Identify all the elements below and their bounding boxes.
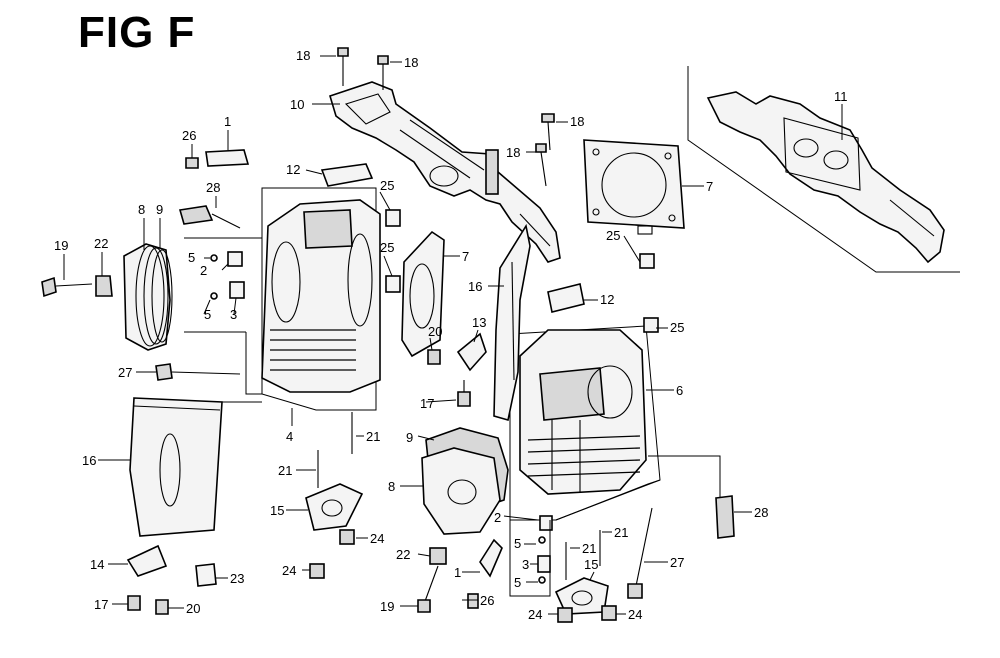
callout-4: 4 (286, 429, 293, 444)
callout-3: 3 (522, 557, 529, 572)
callout-27: 27 (670, 555, 684, 570)
cylinder-4-left (261, 187, 381, 411)
callout-7: 7 (706, 179, 713, 194)
callout-14: 14 (90, 557, 104, 572)
callout-25: 25 (670, 320, 684, 335)
callout-10: 10 (290, 97, 304, 112)
gasket-12-lower (547, 283, 585, 313)
head-cover-8-9 (421, 427, 509, 535)
callout-21: 21 (614, 525, 628, 540)
figure-title: FIG F (78, 8, 196, 57)
callout-28: 28 (754, 505, 768, 520)
callout-labels: 18 18 10 18 18 7 11 1 26 12 28 8 9 25 19… (54, 48, 848, 622)
callout-28: 28 (206, 180, 220, 195)
callout-19: 19 (380, 599, 394, 614)
bracket-14 (126, 544, 168, 577)
callout-2: 2 (494, 510, 501, 525)
exhaust-manifold-11 (706, 91, 945, 264)
callout-24: 24 (370, 531, 384, 546)
callout-1: 1 (224, 114, 231, 129)
callout-20: 20 (186, 601, 200, 616)
gasket-7-center (401, 230, 445, 358)
callout-23: 23 (230, 571, 244, 586)
callout-21: 21 (278, 463, 292, 478)
callout-6: 6 (676, 383, 683, 398)
callout-5: 5 (514, 536, 521, 551)
callout-18: 18 (506, 145, 520, 160)
callout-18: 18 (404, 55, 418, 70)
callout-8: 8 (388, 479, 395, 494)
callout-17: 17 (420, 396, 434, 411)
callout-21: 21 (366, 429, 380, 444)
cylinder-6-right (509, 325, 661, 521)
callout-15: 15 (584, 557, 598, 572)
callout-21: 21 (582, 541, 596, 556)
manifold-detail-box (687, 66, 960, 273)
rocker-arm-1-upper (205, 149, 250, 167)
callout-13: 13 (472, 315, 486, 330)
gasket-12-upper (320, 163, 374, 187)
leader-lines (63, 55, 843, 615)
callout-26: 26 (182, 128, 196, 143)
callout-12: 12 (600, 292, 614, 307)
insulator-15-left (305, 483, 364, 531)
callout-25: 25 (606, 228, 620, 243)
callout-17: 17 (94, 597, 108, 612)
bracket-13 (456, 332, 487, 372)
callout-16: 16 (468, 279, 482, 294)
callout-25: 25 (380, 178, 394, 193)
shroud-16-center (493, 223, 531, 422)
callout-5: 5 (188, 250, 195, 265)
callout-24: 24 (282, 563, 296, 578)
callout-24: 24 (628, 607, 642, 622)
callout-25: 25 (380, 240, 394, 255)
callout-9: 9 (156, 202, 163, 217)
callout-26: 26 (480, 593, 494, 608)
callout-1: 1 (454, 565, 461, 580)
callout-7: 7 (462, 249, 469, 264)
callout-8: 8 (138, 202, 145, 217)
callout-19: 19 (54, 238, 68, 253)
pulley-8-9-left (123, 243, 173, 351)
callout-18: 18 (296, 48, 310, 63)
callout-3: 3 (230, 307, 237, 322)
callout-9: 9 (406, 430, 413, 445)
intake-manifold (329, 81, 561, 263)
callout-2: 2 (200, 263, 207, 278)
callout-12: 12 (286, 162, 300, 177)
callout-18: 18 (570, 114, 584, 129)
callout-5: 5 (204, 307, 211, 322)
gasket-7-upper (583, 139, 685, 235)
callout-5: 5 (514, 575, 521, 590)
callout-27: 27 (118, 365, 132, 380)
bolts (41, 47, 735, 623)
callout-22: 22 (396, 547, 410, 562)
callout-20: 20 (428, 324, 442, 339)
cylinder-4-leaders (184, 237, 262, 395)
shroud-16-left (129, 397, 262, 537)
callout-11: 11 (834, 89, 848, 104)
callout-22: 22 (94, 236, 108, 251)
rocker-arm-1-lower (479, 538, 503, 578)
callout-15: 15 (270, 503, 284, 518)
callout-24: 24 (528, 607, 542, 622)
callout-16: 16 (82, 453, 96, 468)
